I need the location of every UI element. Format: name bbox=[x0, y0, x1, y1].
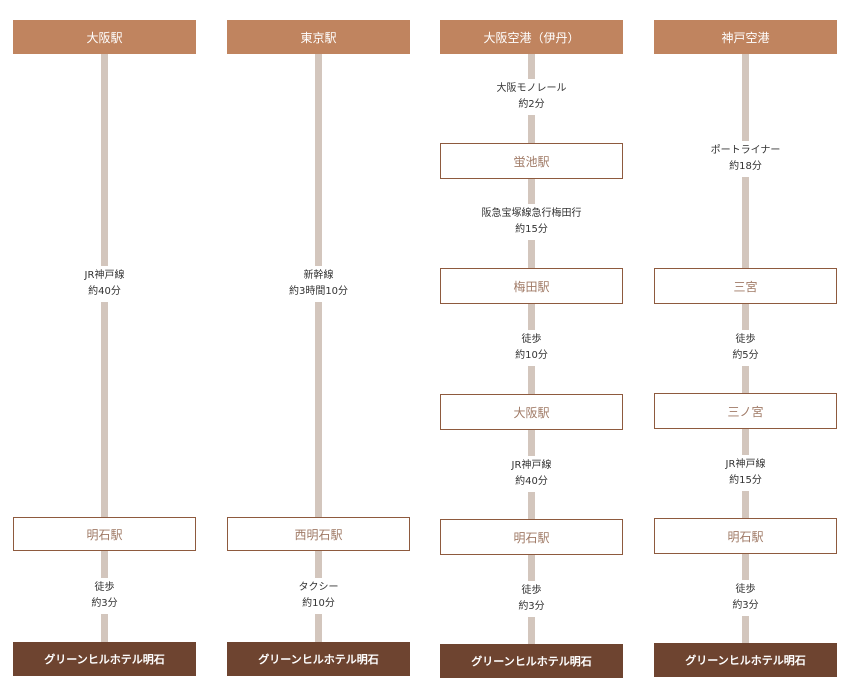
segment-mode: JR神戸線 bbox=[511, 460, 552, 471]
segment-label: 阪急宝塚線急行梅田行 約15分 bbox=[477, 204, 586, 240]
segment-mode: ポートライナー bbox=[710, 145, 781, 156]
segment-time: 約3分 bbox=[91, 598, 118, 609]
segment-time: 約18分 bbox=[729, 161, 762, 172]
segment-time: 約40分 bbox=[88, 286, 121, 297]
segment-label: ポートライナー 約18分 bbox=[706, 141, 785, 177]
station-box: 明石駅 bbox=[440, 519, 623, 555]
segment-label: 徒歩 約3分 bbox=[728, 580, 763, 616]
origin-header: 神戸空港 bbox=[654, 20, 837, 54]
segment-time: 約40分 bbox=[515, 476, 548, 487]
segment-mode: 徒歩 bbox=[735, 584, 756, 595]
origin-header: 大阪空港（伊丹） bbox=[440, 20, 623, 54]
station-box: 明石駅 bbox=[13, 517, 196, 551]
segment-mode: 大阪モノレール bbox=[496, 83, 567, 94]
destination-box: グリーンヒルホテル明石 bbox=[654, 643, 837, 677]
destination-box: グリーンヒルホテル明石 bbox=[13, 642, 196, 676]
destination-box: グリーンヒルホテル明石 bbox=[440, 644, 623, 678]
route-line bbox=[315, 54, 322, 642]
origin-header: 大阪駅 bbox=[13, 20, 196, 54]
segment-mode: 徒歩 bbox=[521, 585, 542, 596]
segment-time: 約3時間10分 bbox=[288, 286, 349, 297]
segment-label: 徒歩 約3分 bbox=[87, 578, 122, 614]
segment-label: JR神戸線 約15分 bbox=[721, 455, 770, 491]
segment-mode: JR神戸線 bbox=[725, 459, 766, 470]
segment-time: 約3分 bbox=[518, 601, 545, 612]
segment-label: 徒歩 約5分 bbox=[728, 330, 763, 366]
station-box: 三宮 bbox=[654, 268, 837, 304]
segment-time: 約15分 bbox=[515, 224, 548, 235]
origin-header: 東京駅 bbox=[227, 20, 410, 54]
station-box: 三ノ宮 bbox=[654, 393, 837, 429]
segment-mode: JR神戸線 bbox=[84, 270, 125, 281]
segment-mode: 徒歩 bbox=[94, 582, 115, 593]
segment-label: 新幹線 約3時間10分 bbox=[284, 266, 353, 302]
station-box: 大阪駅 bbox=[440, 394, 623, 430]
segment-label: 徒歩 約10分 bbox=[511, 330, 552, 366]
segment-mode: タクシー bbox=[298, 582, 339, 593]
segment-time: 約2分 bbox=[518, 99, 545, 110]
segment-mode: 徒歩 bbox=[735, 334, 756, 345]
segment-time: 約10分 bbox=[515, 350, 548, 361]
segment-mode: 新幹線 bbox=[303, 270, 334, 281]
segment-time: 約10分 bbox=[302, 598, 335, 609]
route-line bbox=[101, 54, 108, 642]
segment-label: 大阪モノレール 約2分 bbox=[492, 79, 571, 115]
station-box: 西明石駅 bbox=[227, 517, 410, 551]
segment-time: 約3分 bbox=[732, 600, 759, 611]
destination-box: グリーンヒルホテル明石 bbox=[227, 642, 410, 676]
segment-time: 約15分 bbox=[729, 475, 762, 486]
segment-mode: 徒歩 bbox=[521, 334, 542, 345]
route-column-osaka-station: 大阪駅 JR神戸線 約40分 明石駅 徒歩 約3分 グリーンヒルホテル明石 bbox=[13, 0, 196, 694]
station-box: 梅田駅 bbox=[440, 268, 623, 304]
route-column-tokyo-station: 東京駅 新幹線 約3時間10分 西明石駅 タクシー 約10分 グリーンヒルホテル… bbox=[227, 0, 410, 694]
station-box: 蛍池駅 bbox=[440, 143, 623, 179]
segment-label: JR神戸線 約40分 bbox=[80, 266, 129, 302]
station-box: 明石駅 bbox=[654, 518, 837, 554]
segment-label: 徒歩 約3分 bbox=[514, 581, 549, 617]
route-column-osaka-airport: 大阪空港（伊丹） 大阪モノレール 約2分 蛍池駅 阪急宝塚線急行梅田行 約15分… bbox=[440, 0, 623, 694]
segment-time: 約5分 bbox=[732, 350, 759, 361]
segment-mode: 阪急宝塚線急行梅田行 bbox=[481, 208, 582, 219]
segment-label: タクシー 約10分 bbox=[294, 578, 343, 614]
route-column-kobe-airport: 神戸空港 ポートライナー 約18分 三宮 徒歩 約5分 三ノ宮 JR神戸線 約1… bbox=[654, 0, 837, 694]
segment-label: JR神戸線 約40分 bbox=[507, 456, 556, 492]
